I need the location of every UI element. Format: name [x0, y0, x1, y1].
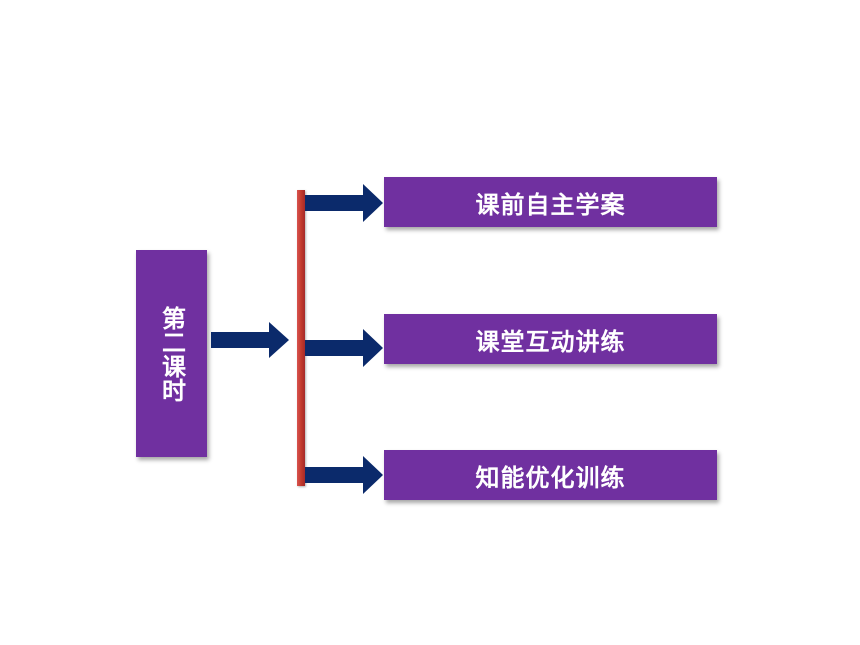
lesson-title: 第二课时 [157, 305, 186, 402]
branch-classroom-interaction[interactable]: 课堂互动讲练 [384, 314, 717, 364]
lesson-title-box: 第二课时 [136, 250, 207, 457]
branch-arrow-icon [305, 184, 383, 222]
branch-label: 知能优化训练 [475, 463, 626, 492]
connector-line [297, 190, 305, 486]
branch-arrow-icon [305, 456, 383, 494]
branch-label: 课堂互动讲练 [475, 327, 626, 356]
branch-arrow-icon [305, 329, 383, 367]
main-arrow-icon [211, 322, 289, 358]
branch-optimization-training[interactable]: 知能优化训练 [384, 450, 717, 500]
branch-label: 课前自主学案 [475, 190, 626, 219]
branch-pre-class-study[interactable]: 课前自主学案 [384, 177, 717, 227]
